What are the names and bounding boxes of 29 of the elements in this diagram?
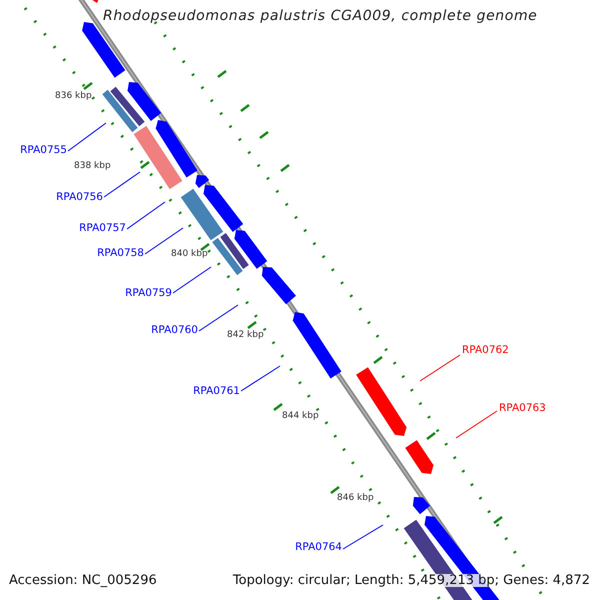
gene-label: RPA0761 bbox=[193, 386, 240, 396]
gene-label: RPA0755 bbox=[20, 144, 67, 155]
scale-label: 836 kbp bbox=[55, 92, 92, 101]
gene-label: RPA0760 bbox=[151, 324, 198, 335]
scale-label: 842 kbp bbox=[227, 331, 264, 340]
gene-label: RPA0759 bbox=[125, 288, 172, 298]
gene-label: RPA0763 bbox=[499, 402, 546, 413]
leader-line bbox=[144, 228, 184, 254]
gene-label: RPA0762 bbox=[462, 344, 509, 355]
leader-line bbox=[240, 366, 280, 392]
scale-label: 846 kbp bbox=[337, 494, 374, 503]
gene-label: RPA0756 bbox=[56, 192, 103, 202]
leader-line bbox=[126, 202, 166, 230]
gene-label: RPA0758 bbox=[97, 248, 144, 258]
leader-line bbox=[198, 304, 238, 332]
leader-line bbox=[456, 410, 498, 438]
gene-label: RPA0764 bbox=[295, 542, 342, 552]
leader-line bbox=[342, 524, 384, 550]
map-title: Rhodopseudomonas palustris CGA009, complete genome bbox=[103, 9, 538, 23]
leader-line bbox=[104, 172, 140, 198]
leader-line bbox=[420, 354, 460, 382]
leader-line bbox=[68, 122, 106, 152]
scale-label: 844 kbp bbox=[282, 412, 319, 421]
gene-label: RPA0757 bbox=[79, 222, 126, 233]
scale-label: 838 kbp bbox=[74, 162, 111, 171]
genome-stats-text: Topology: circular; Length: 5,459,213 bp; Genes: 4,872 bbox=[232, 574, 590, 587]
accession-text: Accession: NC_005296 bbox=[9, 574, 157, 587]
scale-label: 840 kbp bbox=[171, 250, 208, 259]
leader-line bbox=[172, 266, 212, 294]
